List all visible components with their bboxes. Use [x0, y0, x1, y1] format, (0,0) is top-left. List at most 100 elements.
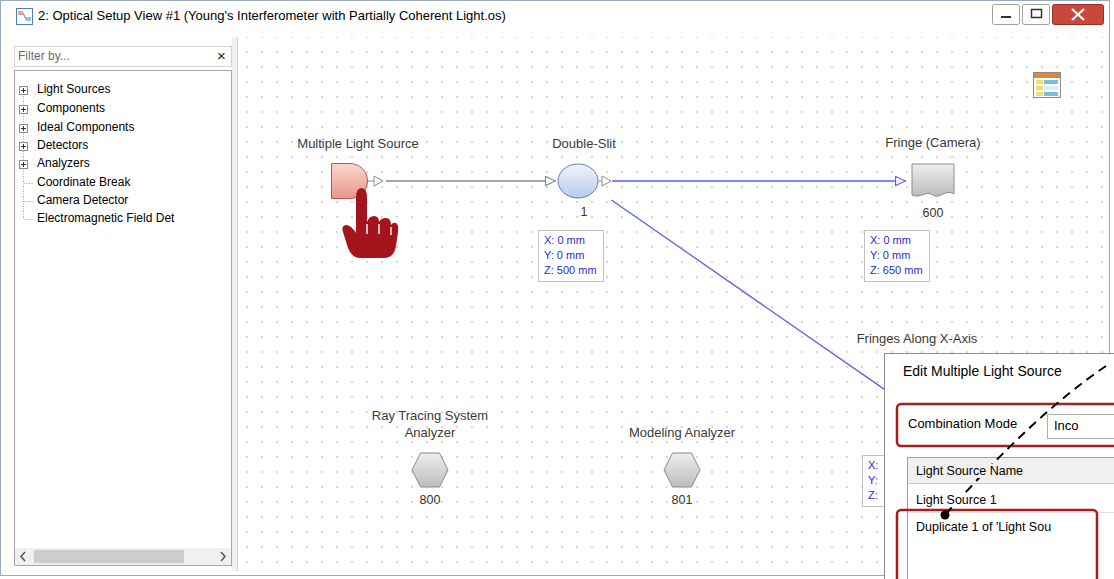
- tree-item: Light Sources: [36, 83, 111, 97]
- window-controls: [993, 5, 1104, 25]
- output-port: [598, 181, 602, 182]
- expander-plus: [21, 107, 26, 112]
- callout-dot: [941, 511, 950, 520]
- component-number: 600: [923, 206, 944, 220]
- tree-item: Electromagnetic Field Det: [36, 212, 175, 226]
- src-icon: [330, 162, 386, 200]
- camera-icon: [906, 161, 960, 201]
- edit-dialog: Edit Multiple Light SourceCombination Mo…: [884, 353, 1114, 579]
- splitter: [232, 37, 237, 571]
- component-label: Fringes Along X-Axis: [857, 331, 978, 346]
- analyzer-symbol: [664, 453, 700, 487]
- tree-item: Components: [36, 102, 106, 116]
- component-number: 801: [672, 493, 693, 507]
- analyzer-node: Ray Tracing System Analyzer800: [411, 452, 449, 488]
- coordinate-text: Z: 500 mm: [544, 263, 597, 278]
- component-label: Fringe (Camera): [885, 135, 980, 150]
- window-icon: [17, 9, 33, 25]
- position-box: X: 0 mmY: 0 mmZ: 500 mm: [538, 230, 604, 282]
- tree-item: Analyzers: [36, 157, 91, 171]
- expander-box: [20, 143, 28, 151]
- tree-item: Ideal Components: [36, 121, 135, 135]
- tree-line: [23, 96, 24, 219]
- expander-box: [20, 125, 28, 133]
- close-button: [1053, 5, 1104, 25]
- slit-icon: [556, 162, 612, 200]
- position-box: X: 0 mmY: 0 mmZ: 650 mm: [864, 230, 930, 282]
- table-icon: [1036, 92, 1043, 96]
- filter-placeholder: Filter by...: [17, 50, 71, 64]
- scroll-track: [15, 548, 231, 565]
- coordinate-text: Y: 0 mm: [870, 248, 923, 263]
- hex-icon: [663, 452, 701, 488]
- table-header-row: [908, 458, 1114, 483]
- output-port: [368, 181, 375, 182]
- tree-lines: [24, 96, 34, 220]
- tree-expanders: [20, 87, 28, 169]
- table-cell: Light Source 1: [915, 493, 998, 507]
- table-icon: [1036, 86, 1043, 90]
- connector-line: [611, 200, 892, 395]
- component-label: Modeling Analyzer: [629, 424, 735, 441]
- tree-item: Camera Detector: [36, 194, 129, 208]
- detector-node: Fringe (Camera)600: [906, 161, 960, 201]
- filter-box: [15, 47, 232, 67]
- analyzer-node: Modeling Analyzer801: [663, 452, 701, 488]
- close-glyph: [1072, 9, 1084, 20]
- table-rule: [908, 512, 1114, 513]
- component-symbol: [558, 164, 598, 198]
- expander-box: [20, 87, 28, 95]
- scroll-left-arrow: [21, 552, 25, 561]
- hand-cursor: [367, 224, 391, 235]
- table-icon: [1036, 80, 1043, 84]
- table-icon: [1034, 73, 1061, 98]
- highlight-box: [897, 404, 1114, 446]
- table-icon: [1044, 80, 1058, 84]
- scroll-thumb: [34, 550, 184, 563]
- output-port: [374, 176, 383, 186]
- maximize-glyph: [1032, 10, 1042, 18]
- dropdown: [1048, 415, 1114, 439]
- window-title: 2: Optical Setup View #1 (Young's Interf…: [38, 9, 506, 24]
- component-number: 1: [581, 205, 588, 219]
- maximize-button: [1023, 5, 1050, 25]
- dropdown-value: Inco: [1053, 419, 1080, 434]
- table-icon: [1044, 86, 1058, 90]
- clear-button: ×: [216, 47, 227, 64]
- coordinate-text: Y: 0 mm: [544, 248, 597, 263]
- expander-plus: [21, 162, 26, 167]
- expander-plus: [21, 144, 26, 149]
- tree-item: Coordinate Break: [36, 176, 131, 190]
- table-header: Light Source Name: [915, 464, 1024, 478]
- field-label: Combination Mode: [907, 417, 1018, 432]
- expander-box: [20, 106, 28, 114]
- window-icon: [17, 9, 33, 25]
- tree-line: [24, 201, 33, 202]
- source-table: [908, 458, 1114, 579]
- minimize-button: [993, 5, 1020, 25]
- detector-symbol: [912, 164, 954, 196]
- minimize-glyph: [1001, 16, 1011, 18]
- component-node: Double-Slit1: [556, 162, 612, 200]
- component-label: Multiple Light Source: [297, 136, 418, 151]
- table-rule: [908, 483, 1114, 484]
- window-icon: [26, 17, 31, 21]
- component-number: 800: [420, 493, 441, 507]
- close-glyph: [1072, 9, 1084, 20]
- hand-cursor: [342, 188, 398, 258]
- light-source-node: Multiple Light Source: [330, 162, 386, 200]
- dialog-title: Edit Multiple Light Source: [902, 363, 1063, 379]
- table-icon: [1034, 73, 1060, 78]
- expander-plus: [21, 88, 26, 93]
- tree-panel: [15, 71, 232, 566]
- highlight-box: [897, 510, 1097, 579]
- table-view-icon: [1034, 73, 1061, 98]
- scroll-right-arrow: [221, 552, 225, 561]
- component-label: Double-Slit: [552, 136, 616, 151]
- coordinate-text: X: 0 mm: [544, 233, 597, 248]
- hex-icon: [411, 452, 449, 488]
- coordinate-text: Z: 650 mm: [870, 263, 923, 278]
- output-port: [602, 176, 611, 186]
- expander-box: [20, 161, 28, 169]
